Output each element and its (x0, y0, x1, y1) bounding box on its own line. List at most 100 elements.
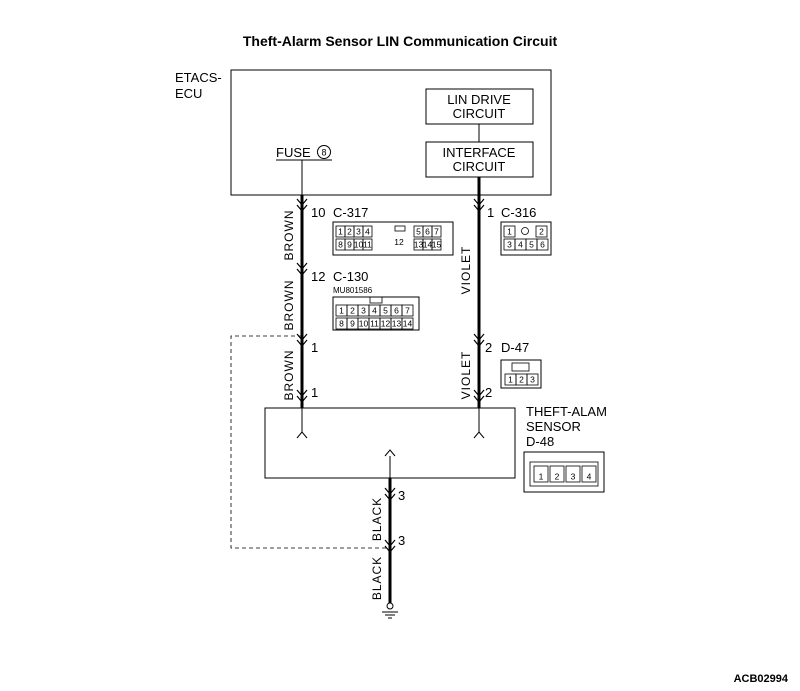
d48-pin-label: 2 (555, 472, 560, 482)
connector-marks (296, 198, 485, 403)
brown-label-3: BROWN (282, 350, 296, 401)
c317-pin-r1-cell (431, 225, 442, 238)
d47-pin-label: 1 (508, 375, 513, 385)
harness-dashed-outline (230, 335, 390, 549)
c130-pin-r1-label: 4 (372, 306, 377, 316)
c130-pin: 12 (311, 269, 325, 284)
d47-pin-cell (526, 373, 539, 386)
d48-pin-label: 3 (571, 472, 576, 482)
fuse-label: FUSE (276, 145, 311, 160)
d47-pin-label: 2 (519, 375, 524, 385)
c317-pin-r2-label: 10 (354, 240, 364, 250)
c317-pin-r1-label: 2 (347, 227, 352, 237)
c317-pin-r2-cell (431, 238, 442, 251)
interface-line2: CIRCUIT (453, 159, 506, 174)
c317-pin-r1-label: 1 (338, 227, 343, 237)
black-connector-marks (384, 487, 396, 553)
c317-name: C-317 (333, 205, 368, 220)
c316-pin-r1-label: 1 (507, 227, 512, 237)
lin-drive-line1: LIN DRIVE (447, 92, 511, 107)
c316-pin-r1-label: 2 (539, 227, 544, 237)
c130-pin-r1-label: 3 (361, 306, 366, 316)
c317-pin-r1-label: 3 (356, 227, 361, 237)
c316-name: C-316 (501, 205, 536, 220)
figure-code: ACB02994 (734, 673, 789, 685)
brown-label-2: BROWN (282, 280, 296, 331)
c317-pin-r2-label: 14 (423, 240, 433, 250)
c130-pin-r1-label: 1 (339, 306, 344, 316)
c130-pin-r2-label: 14 (403, 319, 413, 329)
d47-pin-label: 3 (530, 375, 535, 385)
d47-name: D-47 (501, 340, 529, 355)
d47-violet-pin-bottom: 2 (485, 385, 492, 400)
c316-pin-r2-cell (536, 238, 549, 251)
c316-pin-r2-label: 3 (507, 240, 512, 250)
c317-pin-r2-label: 13 (414, 240, 424, 250)
black-label-2: BLACK (370, 556, 384, 600)
d48-pin-cell (565, 465, 581, 483)
c316-pin-r1-cell (503, 225, 516, 238)
fuse-number-circle (317, 145, 331, 159)
c317-pin-r1-label: 6 (425, 227, 430, 237)
diagram-title: Theft-Alarm Sensor LIN Communication Cir… (243, 33, 558, 49)
c130-part-number: MU801586 (333, 286, 373, 295)
d48-connector-face: 1 2 3 4 (523, 451, 605, 493)
c130-pin-r2-label: 8 (339, 319, 344, 329)
c130-pin-r1-label: 6 (394, 306, 399, 316)
d48-black-pin-bottom: 3 (398, 533, 405, 548)
black-label-1: BLACK (370, 497, 384, 541)
ecu-label-line2: ECU (175, 86, 202, 101)
c130-pin-r1-label: 5 (383, 306, 388, 316)
c317-pin-r2-label: 9 (347, 240, 352, 250)
c130-pin-r2-label: 11 (370, 319, 379, 329)
c317-pin-r2-cell (362, 238, 373, 251)
d47-violet-pin-top: 2 (485, 340, 492, 355)
c130-pin-r1-label: 2 (350, 306, 355, 316)
sensor-label-line1: THEFT-ALAM (526, 404, 607, 419)
c317-pin-r1-label: 7 (434, 227, 439, 237)
d48-pin-label: 4 (587, 472, 592, 482)
interface-line1: INTERFACE (443, 145, 516, 160)
c130-pin-r2-label: 10 (359, 319, 369, 329)
d47-brown-pin-top: 1 (311, 340, 318, 355)
violet-label-2: VIOLET (459, 351, 473, 400)
sensor-label-line3: D-48 (526, 434, 554, 449)
c130-pin-r1-cell (401, 304, 414, 317)
d48-pin-label: 1 (539, 472, 544, 482)
c316-pin: 1 (487, 205, 494, 220)
c317-pin-r1-cell (362, 225, 373, 238)
sensor-terminal-marks (296, 408, 485, 478)
c130-pin-r2-cell (401, 317, 414, 330)
c130-pin-r2-label: 12 (381, 319, 391, 329)
d48-black-pin-top: 3 (398, 488, 405, 503)
c130-name: C-130 (333, 269, 368, 284)
violet-label-1: VIOLET (459, 246, 473, 295)
c316-pin-r1-cell (535, 225, 548, 238)
ecu-label-line1: ETACS- (175, 70, 222, 85)
c317-pin-r2-label: 11 (363, 240, 372, 250)
fuse-number: 8 (321, 148, 326, 158)
ground-icon (382, 602, 398, 619)
d47-brown-pin-bottom: 1 (311, 385, 318, 400)
sensor-label-line2: SENSOR (526, 419, 581, 434)
c316-pin-r2-label: 4 (518, 240, 523, 250)
c317-pin-r2-label: 8 (338, 240, 343, 250)
d48-pin-cell (581, 465, 597, 483)
ecu-box (230, 69, 552, 196)
c317-center-pin: 12 (394, 237, 404, 247)
lin-drive-line2: CIRCUIT (453, 106, 506, 121)
c316-pin-r2-label: 6 (540, 240, 545, 250)
c317-pin: 10 (311, 205, 325, 220)
c317-pin-r1-label: 5 (416, 227, 421, 237)
c130-pin-r1-label: 7 (405, 306, 410, 316)
c130-pin-r2-label: 13 (392, 319, 402, 329)
c317-pin-r1-label: 4 (365, 227, 370, 237)
brown-label-1: BROWN (282, 210, 296, 261)
c317-pin-r2-label: 15 (432, 240, 442, 250)
c130-pin-r2-label: 9 (350, 319, 355, 329)
c316-pin-r2-label: 5 (529, 240, 534, 250)
